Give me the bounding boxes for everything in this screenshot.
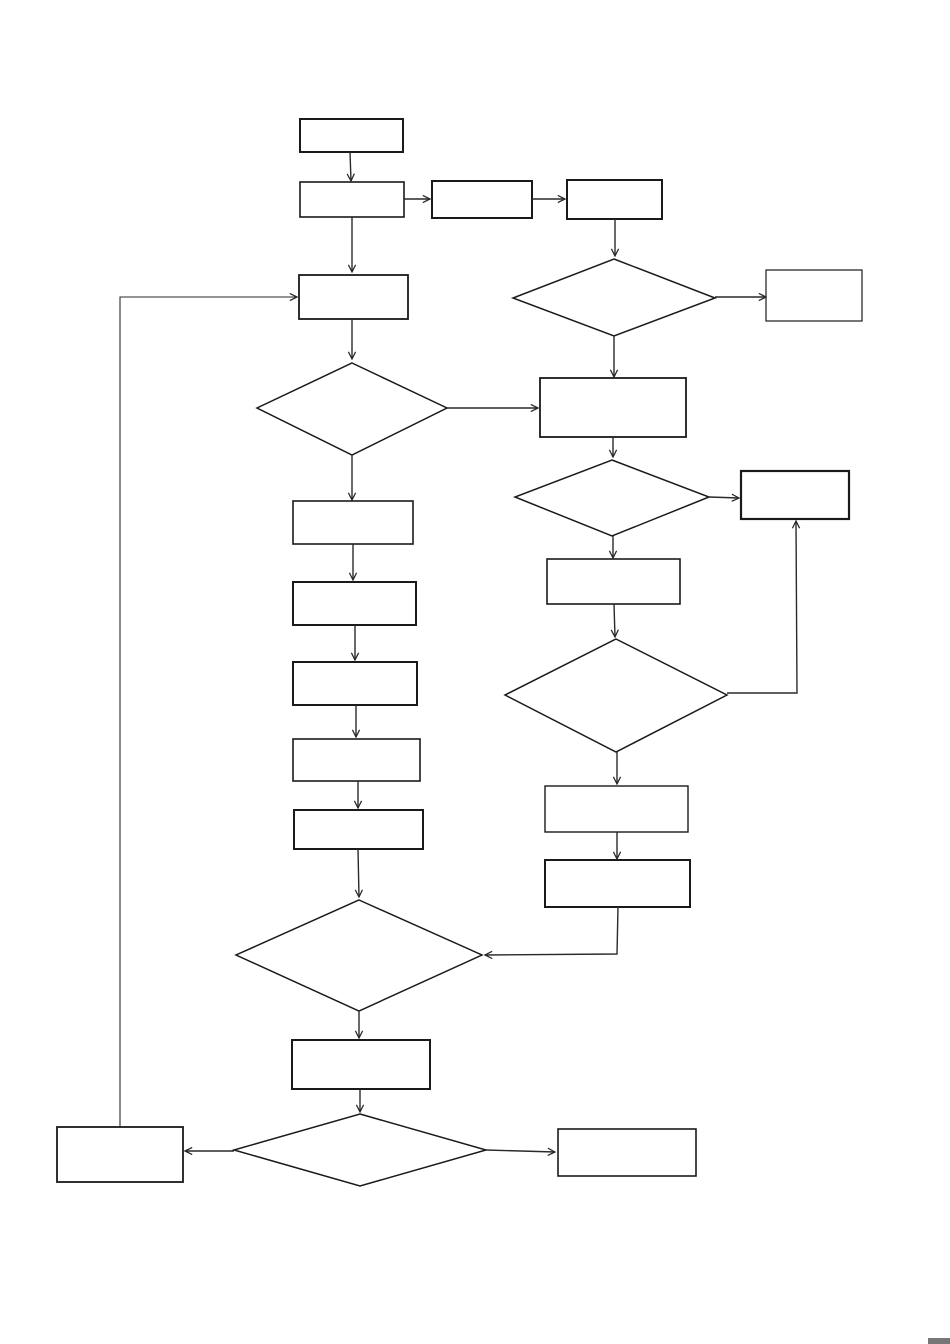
decision-right-2 bbox=[512, 459, 712, 537]
step-box-6 bbox=[291, 1039, 431, 1090]
step-box-2 bbox=[292, 581, 417, 626]
step-box-3 bbox=[292, 661, 418, 706]
step-box-1 bbox=[292, 500, 414, 545]
process-box-3 bbox=[431, 180, 533, 219]
right-process-box-3 bbox=[544, 785, 689, 833]
process-box-2 bbox=[299, 181, 405, 218]
arrow-decision-right-3-to-exit bbox=[727, 521, 797, 694]
exit-box-top bbox=[765, 269, 863, 322]
arrow-step5-to-merge bbox=[358, 848, 359, 897]
decision-merge bbox=[234, 899, 484, 1012]
arrow-rp2-to-decision-right-3 bbox=[614, 603, 615, 637]
arrow-final-to-end bbox=[485, 1150, 555, 1152]
right-process-box-4 bbox=[544, 859, 691, 908]
step-box-5 bbox=[293, 809, 424, 850]
page-corner-tab bbox=[928, 1338, 950, 1344]
loop-entry-box bbox=[298, 274, 409, 320]
decision-final bbox=[231, 1113, 489, 1187]
arrow-loop-back-to-entry bbox=[119, 297, 297, 1127]
arrow-rp4-to-merge bbox=[485, 906, 619, 955]
exit-box-mid bbox=[739, 469, 851, 521]
decision-right-3 bbox=[503, 638, 729, 753]
right-process-box-1 bbox=[539, 377, 687, 438]
process-box-4 bbox=[566, 179, 663, 220]
arrow-decision-right-2-to-exit bbox=[708, 497, 739, 498]
decision-1 bbox=[255, 362, 449, 456]
arrow-start-to-p2 bbox=[350, 151, 351, 181]
right-process-box-2 bbox=[546, 558, 681, 605]
loop-back-box bbox=[56, 1126, 184, 1183]
decision-right-1 bbox=[510, 258, 718, 337]
end-box bbox=[557, 1128, 697, 1177]
step-box-4 bbox=[292, 738, 421, 782]
start-box bbox=[299, 118, 404, 153]
